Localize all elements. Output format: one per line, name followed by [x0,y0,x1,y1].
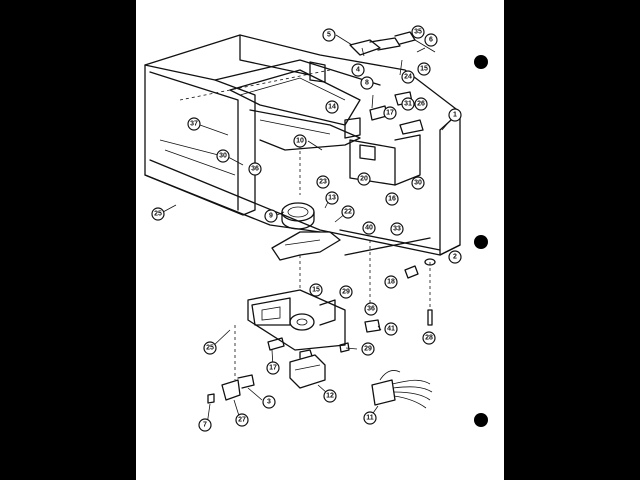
svg-text:4: 4 [356,67,360,74]
callout-5: 5 [322,28,336,42]
callout-7: 7 [198,418,212,432]
svg-text:9: 9 [269,213,273,220]
callout-26: 26 [414,97,428,111]
callout-40: 40 [362,221,376,235]
callout-20: 20 [357,172,371,186]
callout-3: 3 [262,395,276,409]
svg-text:12: 12 [326,393,334,400]
callout-13: 13 [325,191,339,205]
svg-text:24: 24 [404,74,412,81]
callout-10: 10 [293,134,307,148]
callout-30-left: 30 [216,149,230,163]
wire-harness [371,370,433,409]
cabinet-frame [144,34,461,256]
svg-text:13: 13 [328,195,336,202]
callout-2: 2 [448,250,462,264]
callout-31: 31 [401,97,415,111]
callout-36-upper: 36 [248,162,262,176]
callout-9: 9 [264,209,278,223]
callout-29-lower: 29 [361,342,375,356]
svg-text:16: 16 [388,196,396,203]
callout-35: 35 [411,25,425,39]
svg-text:29: 29 [342,289,350,296]
svg-text:41: 41 [387,326,395,333]
callout-6: 6 [424,33,438,47]
callout-29-upper: 29 [339,285,353,299]
svg-text:28: 28 [425,335,433,342]
svg-text:36: 36 [251,166,259,173]
svg-text:40: 40 [365,225,373,232]
air-duct [271,231,341,261]
svg-text:15: 15 [312,287,320,294]
callout-16: 16 [385,192,399,206]
callout-36-lower: 36 [364,302,378,316]
callout-14: 14 [325,100,339,114]
motor-bracket [247,289,346,351]
svg-text:25: 25 [206,345,214,352]
callout-8: 8 [360,76,374,90]
svg-text:17: 17 [269,365,277,372]
callout-37: 37 [187,117,201,131]
svg-text:14: 14 [328,104,336,111]
svg-text:36: 36 [367,306,375,313]
callout-24: 24 [401,70,415,84]
callout-25-left: 25 [151,207,165,221]
callout-41: 41 [384,322,398,336]
binder-hole-top [474,55,488,69]
callout-23: 23 [316,175,330,189]
switch-assembly [349,31,436,135]
callout-17-lower: 17 [266,361,280,375]
callout-18: 18 [384,275,398,289]
svg-text:3: 3 [267,399,271,406]
svg-text:8: 8 [365,80,369,87]
callout-17-top: 17 [383,106,397,120]
svg-text:29: 29 [364,346,372,353]
blower-wheel [281,202,315,230]
svg-text:17: 17 [386,110,394,117]
svg-text:33: 33 [393,226,401,233]
svg-text:30: 30 [219,153,227,160]
svg-text:23: 23 [319,179,327,186]
svg-text:20: 20 [360,176,368,183]
callout-30-right: 30 [411,176,425,190]
small-parts-lower [207,258,436,404]
svg-text:1: 1 [453,112,457,119]
svg-text:11: 11 [366,415,374,422]
callout-28: 28 [422,331,436,345]
callout-15-top: 15 [417,62,431,76]
callout-27: 27 [235,413,249,427]
svg-text:5: 5 [327,32,331,39]
callout-15-lower: 15 [309,283,323,297]
callout-25-lower: 25 [203,341,217,355]
svg-text:30: 30 [414,180,422,187]
svg-text:31: 31 [404,101,412,108]
svg-text:2: 2 [453,254,457,261]
callout-11: 11 [363,411,377,425]
callout-12: 12 [323,389,337,403]
svg-text:35: 35 [414,29,422,36]
callout-4: 4 [351,63,365,77]
svg-text:18: 18 [387,279,395,286]
svg-text:7: 7 [203,422,207,429]
callout-33: 33 [390,222,404,236]
svg-text:26: 26 [417,101,425,108]
svg-text:15: 15 [420,66,428,73]
svg-text:22: 22 [344,209,352,216]
svg-text:27: 27 [238,417,246,424]
binder-hole-middle [474,235,488,249]
blower-motor [289,349,326,389]
svg-text:37: 37 [190,121,198,128]
svg-text:10: 10 [296,138,304,145]
svg-text:6: 6 [429,37,433,44]
binder-hole-bottom [474,413,488,427]
callout-1: 1 [448,108,462,122]
svg-text:25: 25 [154,211,162,218]
callout-22: 22 [341,205,355,219]
